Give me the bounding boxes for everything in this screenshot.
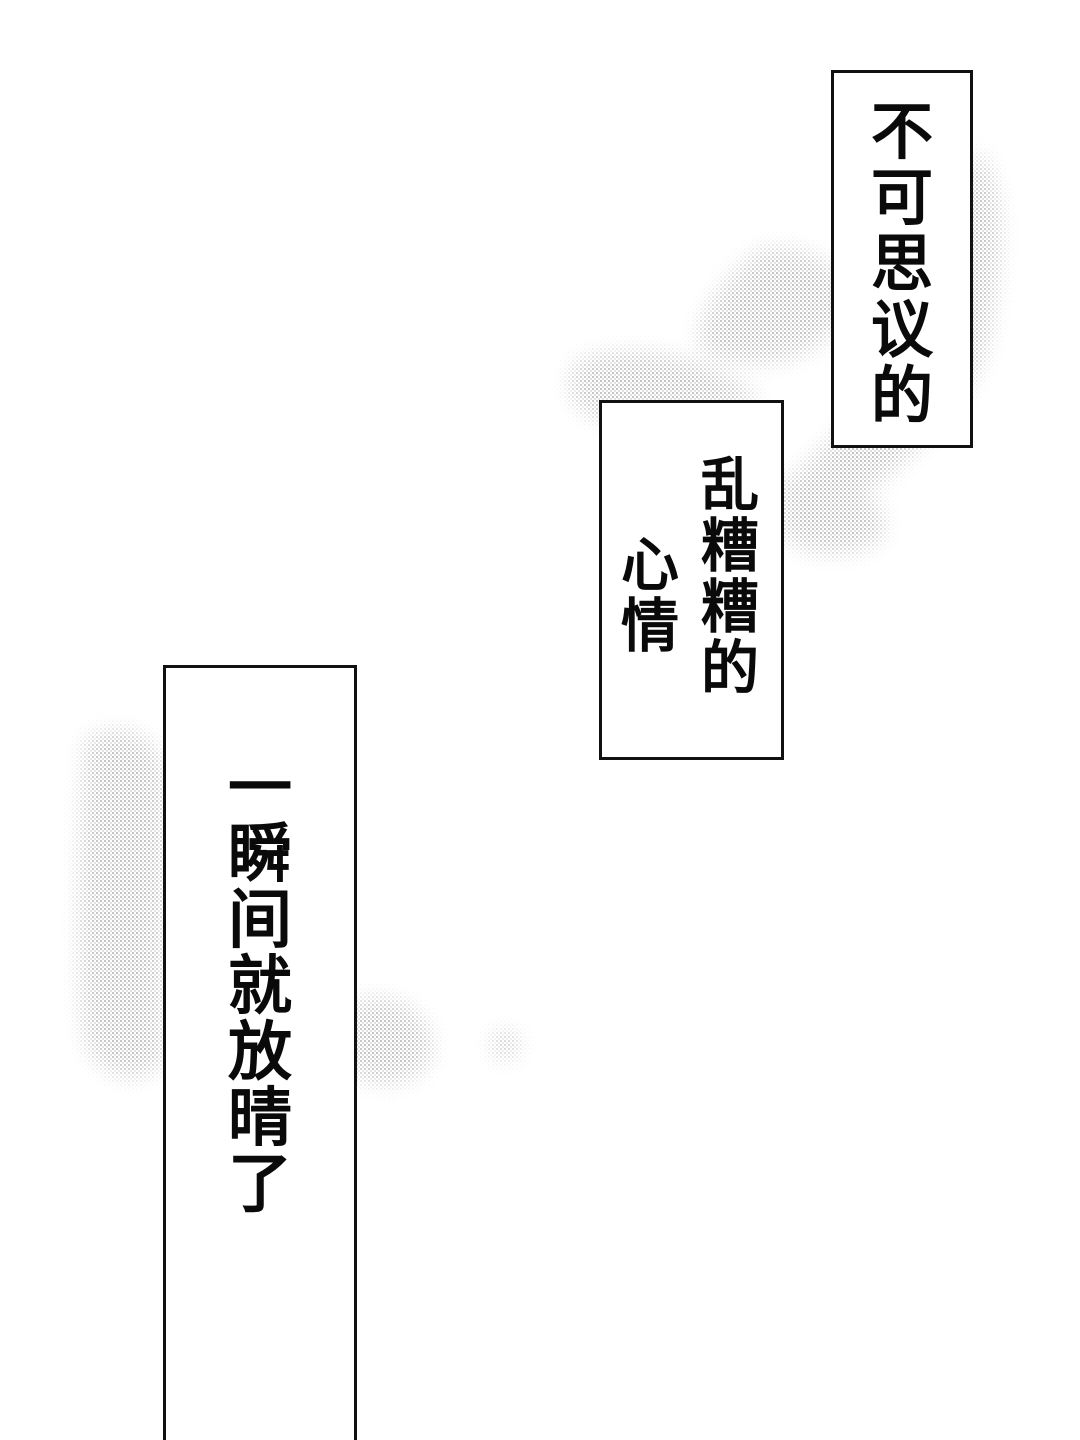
caption-char: 放 bbox=[228, 1016, 292, 1090]
caption-char: 心 bbox=[620, 531, 679, 599]
caption-char: 可 bbox=[870, 161, 933, 234]
caption-char: 糟 bbox=[700, 573, 759, 641]
caption-2-line-2: 心情 bbox=[612, 535, 688, 657]
caption-char: 瞬 bbox=[228, 818, 292, 892]
caption-char: 的 bbox=[870, 359, 933, 432]
caption-box-2: 乱糟糟的 心情 bbox=[599, 400, 784, 760]
caption-char: 了 bbox=[228, 1148, 292, 1222]
caption-char: 就 bbox=[228, 950, 292, 1024]
caption-char: 不 bbox=[870, 95, 933, 168]
caption-3-text: 一瞬间就放晴了 bbox=[166, 756, 354, 1218]
caption-char: 间 bbox=[228, 884, 292, 958]
caption-char: 情 bbox=[620, 592, 679, 660]
caption-char: 糟 bbox=[700, 512, 759, 580]
caption-char: 乱 bbox=[700, 451, 759, 519]
caption-char: 议 bbox=[870, 293, 933, 366]
caption-1-text: 不可思议的 bbox=[834, 99, 970, 429]
caption-char: 晴 bbox=[228, 1082, 292, 1156]
caption-box-3: 一瞬间就放晴了 bbox=[163, 665, 357, 1440]
caption-char: 的 bbox=[700, 634, 759, 702]
caption-char: 思 bbox=[870, 227, 933, 300]
caption-box-1: 不可思议的 bbox=[831, 70, 973, 448]
caption-char: 一 bbox=[228, 752, 292, 826]
caption-2-line-1: 乱糟糟的 bbox=[692, 455, 768, 699]
